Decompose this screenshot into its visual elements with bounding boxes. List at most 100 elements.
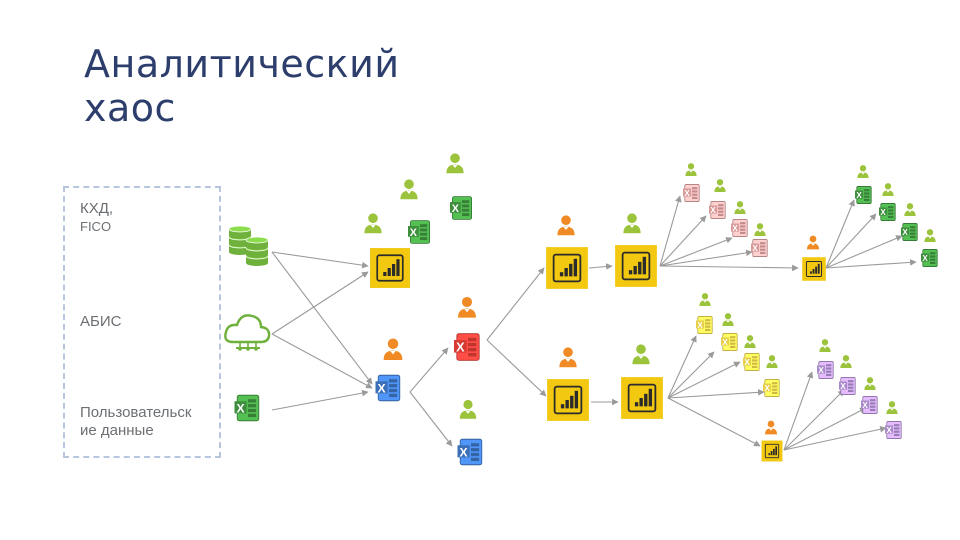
svg-text:X: X [410,227,418,239]
flow-arrow [667,335,697,399]
flow-arrow [667,351,715,399]
person-icon-purple-user-1 [819,339,831,352]
person-icon-green-user-1 [857,165,869,178]
person-icon-green-user-2 [882,183,894,196]
flow-arrow [659,249,753,267]
person-icon-analyst-4 [459,399,477,419]
flow-arrow [659,215,707,267]
flow-arrow [783,389,845,451]
svg-text:X: X [378,381,386,395]
excel-icon-pink-4: X [751,239,768,257]
flow-arrow [271,251,369,269]
database-icon-dwh [228,225,269,266]
svg-text:X: X [710,206,716,215]
title-line-2: хаос [84,86,176,130]
source-label-user-data-line-2: ие данные [80,422,154,439]
excel-icon-purple-1: X [817,361,834,379]
person-icon-pink-user-3 [734,201,746,214]
source-label-dwh-line-1: КХД, [80,200,114,217]
excel-icon-green-1: X [855,186,872,204]
svg-text:X: X [456,340,465,354]
cloud-icon-abis [224,314,271,351]
source-label-dwh: КХД, FICO [80,200,220,236]
excel-icon-yellow-3: X [743,353,760,371]
person-icon-purple-user-3 [864,377,876,390]
source-label-dwh-line-2: FICO [80,219,112,234]
person-icon-pink-user-4 [754,223,766,236]
source-label-user-data: Пользовательск ие данные [80,404,220,440]
excel-icon-pink-2: X [709,201,726,219]
person-icon-analyst-2 [400,179,418,200]
flow-arrow [486,339,547,397]
svg-text:X: X [902,228,908,237]
flow-arrow [667,389,765,399]
arrows-layer [271,195,917,451]
person-icon-pink-user-2 [714,179,726,192]
person-icon-analyst-6 [632,344,650,365]
title-line-1: Аналитический [84,42,400,86]
person-icon-analyst-5 [623,213,641,234]
svg-text:X: X [886,426,892,435]
excel-icon-purple-3: X [861,396,878,414]
excel-icon-master: X [375,374,401,402]
flow-arrow [825,235,903,269]
person-icon-analyst-3 [446,153,464,174]
flow-arrow [409,391,453,447]
powerbi-icon-report-1 [370,248,410,288]
excel-icon-pink-1: X [683,184,700,202]
powerbi-icon-report-2 [546,247,588,289]
svg-text:X: X [880,208,886,217]
flow-arrow [588,263,613,270]
flow-arrow [825,213,877,269]
powerbi-icon-report-5 [621,377,663,419]
flow-arrow [783,426,887,451]
excel-icon-report-1: X [408,220,430,244]
person-icon-green-user-3 [904,203,916,216]
flow-arrow [667,397,761,447]
svg-text:X: X [840,382,846,391]
svg-text:X: X [732,224,738,233]
powerbi-icon-report-3 [615,245,657,287]
source-label-abis: АБИС [80,313,220,331]
flow-arrow [659,237,733,267]
svg-text:X: X [460,445,468,459]
person-icon-owner-3 [557,215,575,236]
excel-icon-yellow-4: X [763,379,780,397]
excel-icon-blue-2: X [457,438,483,466]
flow-arrow [271,251,373,385]
svg-text:X: X [452,203,460,215]
excel-icon-green-4: X [921,249,938,267]
svg-text:X: X [684,189,690,198]
flow-arrow [271,389,369,411]
svg-text:X: X [764,384,770,393]
excel-icon-purple-2: X [839,377,856,395]
excel-icon-user-data: X [234,394,260,422]
flow-arrow [825,199,855,269]
powerbi-icon-hub-top [802,257,826,281]
person-icon-purple-user-2 [840,355,852,368]
flow-arrow [271,333,373,389]
svg-text:X: X [862,401,868,410]
person-icon-owner-2 [458,296,476,318]
person-icon-owner [383,338,403,360]
person-icon-purple-user-4 [886,401,898,414]
source-label-user-data-line-1: Пользовательск [80,404,192,421]
flow-arrow [667,361,741,399]
svg-text:X: X [922,254,928,263]
excel-icon-pink-3: X [731,219,748,237]
flow-arrow [783,407,867,451]
excel-icon-purple-4: X [885,421,902,439]
flow-arrow [486,267,545,341]
person-icon-hub-top [807,235,819,250]
person-icon-owner-4 [559,347,577,368]
person-icon-analyst-1 [364,213,382,234]
page-title: Аналитический хаос [84,42,504,130]
svg-text:X: X [744,358,750,367]
person-icon-pink-user-1 [685,163,697,176]
sources-group-box [63,186,221,458]
person-icon-yellow-user-4 [766,355,778,368]
person-icon-green-user-4 [924,229,936,242]
flow-arrow [409,347,449,393]
svg-text:X: X [818,366,824,375]
